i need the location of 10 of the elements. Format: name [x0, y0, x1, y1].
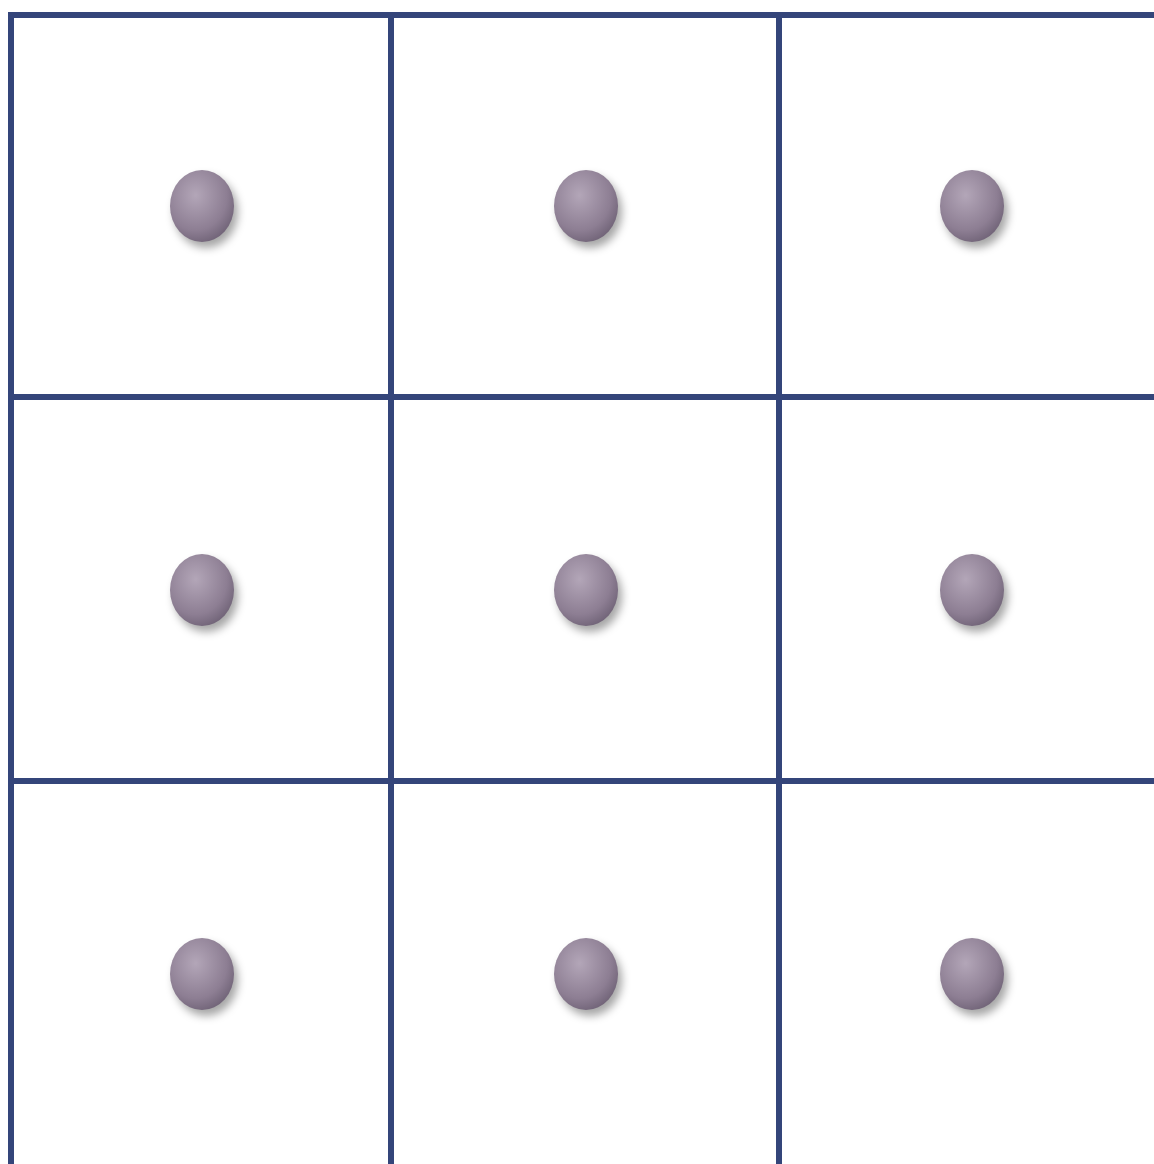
dot: [551, 936, 619, 1012]
dot: [937, 168, 1005, 244]
dot: [551, 551, 619, 627]
dot: [167, 551, 235, 627]
dot: [167, 936, 235, 1012]
grid-cell: [8, 12, 394, 400]
dot: [937, 936, 1005, 1012]
dot: [551, 168, 619, 244]
dot: [167, 168, 235, 244]
dot: [937, 551, 1005, 627]
